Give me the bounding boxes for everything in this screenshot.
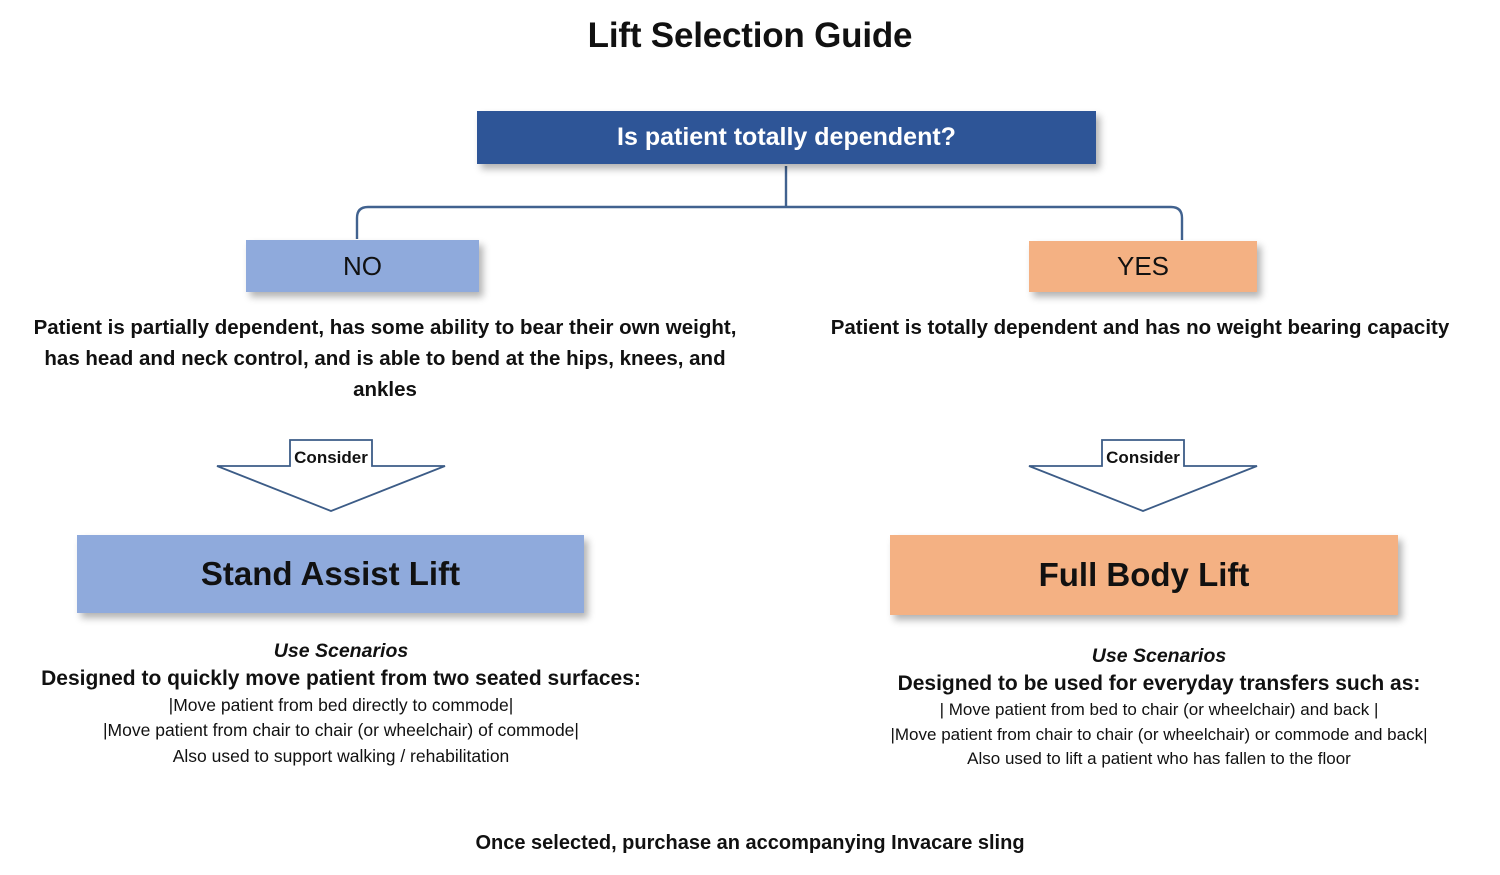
scenarios-heading-no: Use Scenarios [273,640,409,662]
scenario-line: | Move patient from bed to chair (or whe… [939,700,1379,719]
scenario-line: |Move patient from chair to chair (or wh… [103,720,579,741]
scenarios-lead-no: Designed to quickly move patient from tw… [41,667,641,690]
branch-description-yes: Patient is totally dependent and has no … [830,316,1450,339]
scenarios-lead-yes: Designed to be used for everyday transfe… [897,672,1421,695]
scenario-line: Also used to support walking / rehabilit… [172,745,510,766]
page-title: Lift Selection Guide [587,16,913,55]
scenarios-yes: Use Scenarios Designed to be used for ev… [818,645,1500,772]
down-arrow-icon [216,439,446,512]
consider-arrow-no: Consider [214,437,448,515]
consider-arrow-yes: Consider [1026,437,1260,515]
down-arrow-icon [1028,439,1258,512]
scenario-line: |Move patient from chair to chair (or wh… [890,724,1428,744]
outcome-box-full-body-lift[interactable]: Full Body Lift [890,535,1398,615]
scenarios-heading-yes: Use Scenarios [1091,645,1227,667]
scenarios-no: Use Scenarios Designed to quickly move p… [0,640,682,769]
consider-label-no: Consider [294,448,368,467]
outcome-box-stand-assist-lift[interactable]: Stand Assist Lift [77,535,584,613]
scenario-line: |Move patient from bed directly to commo… [168,695,514,715]
consider-label-yes: Consider [1106,448,1180,467]
scenario-line: Also used to lift a patient who has fall… [967,749,1351,769]
answer-box-no[interactable]: NO [246,240,479,292]
question-box[interactable]: Is patient totally dependent? [477,111,1096,164]
footer-note: Once selected, purchase an accompanying … [475,832,1025,854]
branch-description-no: Patient is partially dependent, has some… [33,316,737,402]
answer-box-yes[interactable]: YES [1029,241,1257,292]
